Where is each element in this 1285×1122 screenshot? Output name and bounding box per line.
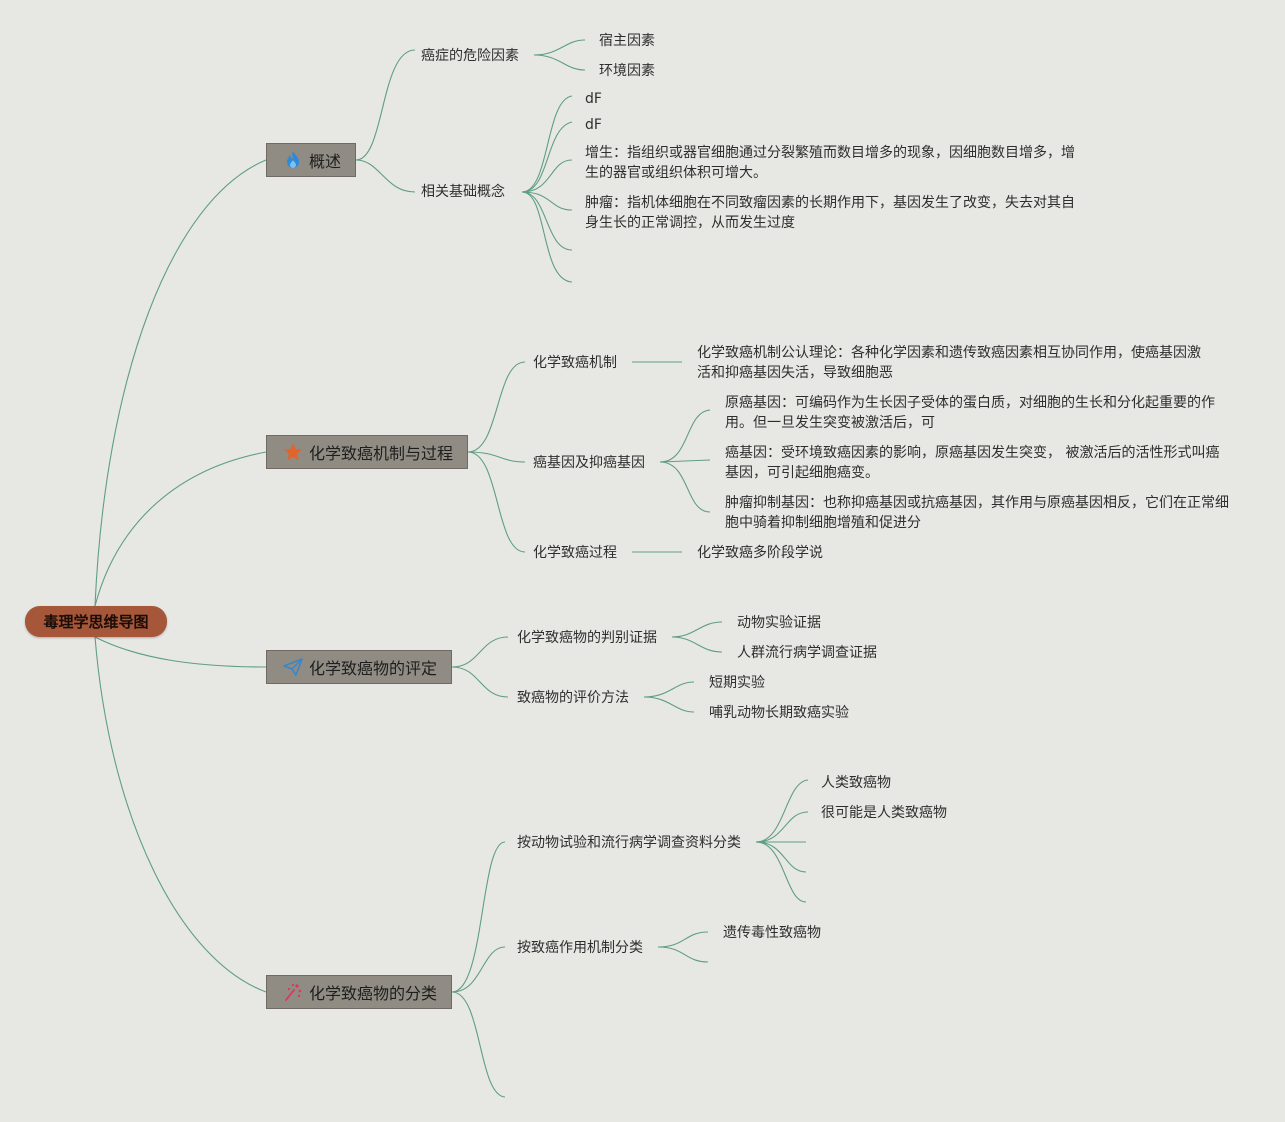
by-mechanism-node[interactable]: 按致癌作用机制分类 [517,940,643,956]
multistage-theory-node[interactable]: 化学致癌多阶段学说 [697,545,823,561]
process-node[interactable]: 化学致癌过程 [533,545,617,561]
animal-evidence-node[interactable]: 动物实验证据 [737,615,821,631]
branch-overview[interactable]: 概述 [266,143,356,177]
mechanism-node[interactable]: 化学致癌机制 [533,355,617,371]
human-carcinogen-node[interactable]: 人类致癌物 [821,775,891,791]
host-factors-node[interactable]: 宿主因素 [599,33,655,49]
methods-node[interactable]: 致癌物的评价方法 [517,690,629,706]
evidence-node[interactable]: 化学致癌物的判别证据 [517,630,657,646]
tumor-node[interactable]: 肿瘤：指机体细胞在不同致瘤因素的长期作用下，基因发生了改变，失去对其自身生长的正… [585,195,1075,231]
mechanism-theory-node[interactable]: 化学致癌机制公认理论：各种化学因素和遗传致癌因素相互协同作用，使癌基因激活和抑癌… [697,345,1201,381]
genes-node[interactable]: 癌基因及抑癌基因 [533,455,645,471]
proto-oncogene-node[interactable]: 原癌基因：可编码作为生长因子受体的蛋白质，对细胞的生长和分化起重要的作用。但一旦… [725,395,1215,431]
sparkle-icon [283,982,303,1002]
df-node-2[interactable]: dF [585,117,602,133]
branch-classification[interactable]: 化学致癌物的分类 [266,975,452,1009]
paper-plane-icon [283,657,303,677]
branch-evaluation-label: 化学致癌物的评定 [309,659,438,678]
genotoxic-carcinogen-node[interactable]: 遗传毒性致癌物 [723,925,821,941]
df-node-1[interactable]: dF [585,91,602,107]
oncogene-node[interactable]: 癌基因：受环境致癌因素的影响，原癌基因发生突变， 被激活后的活性形式叫癌基因，可… [725,445,1220,481]
branch-evaluation[interactable]: 化学致癌物的评定 [266,650,452,684]
root-node[interactable]: 毒理学思维导图 [25,606,167,637]
connector-lines [94,39,809,1098]
env-factors-node[interactable]: 环境因素 [599,63,655,79]
branch-overview-label: 概述 [308,152,341,171]
branch-mechanism-label: 化学致癌机制与过程 [309,444,454,463]
basic-concepts-node[interactable]: 相关基础概念 [421,184,505,200]
human-evidence-node[interactable]: 人群流行病学调查证据 [737,645,877,661]
by-data-node[interactable]: 按动物试验和流行病学调查资料分类 [517,835,741,851]
fire-icon [283,150,303,170]
probable-carcinogen-node[interactable]: 很可能是人类致癌物 [821,805,947,821]
branch-classification-label: 化学致癌物的分类 [309,984,438,1003]
hyperplasia-node[interactable]: 增生：指组织或器官细胞通过分裂繁殖而数目增多的现象，因细胞数目增多，增生的器官或… [585,145,1075,181]
suppressor-gene-node[interactable]: 肿瘤抑制基因：也称抑癌基因或抗癌基因，其作用与原癌基因相反，它们在正常细胞中骑着… [725,495,1229,531]
short-term-test-node[interactable]: 短期实验 [709,675,765,691]
star-icon [283,442,303,462]
branch-mechanism[interactable]: 化学致癌机制与过程 [266,435,468,469]
long-term-test-node[interactable]: 哺乳动物长期致癌实验 [709,705,849,721]
risk-factors-node[interactable]: 癌症的危险因素 [421,48,519,64]
